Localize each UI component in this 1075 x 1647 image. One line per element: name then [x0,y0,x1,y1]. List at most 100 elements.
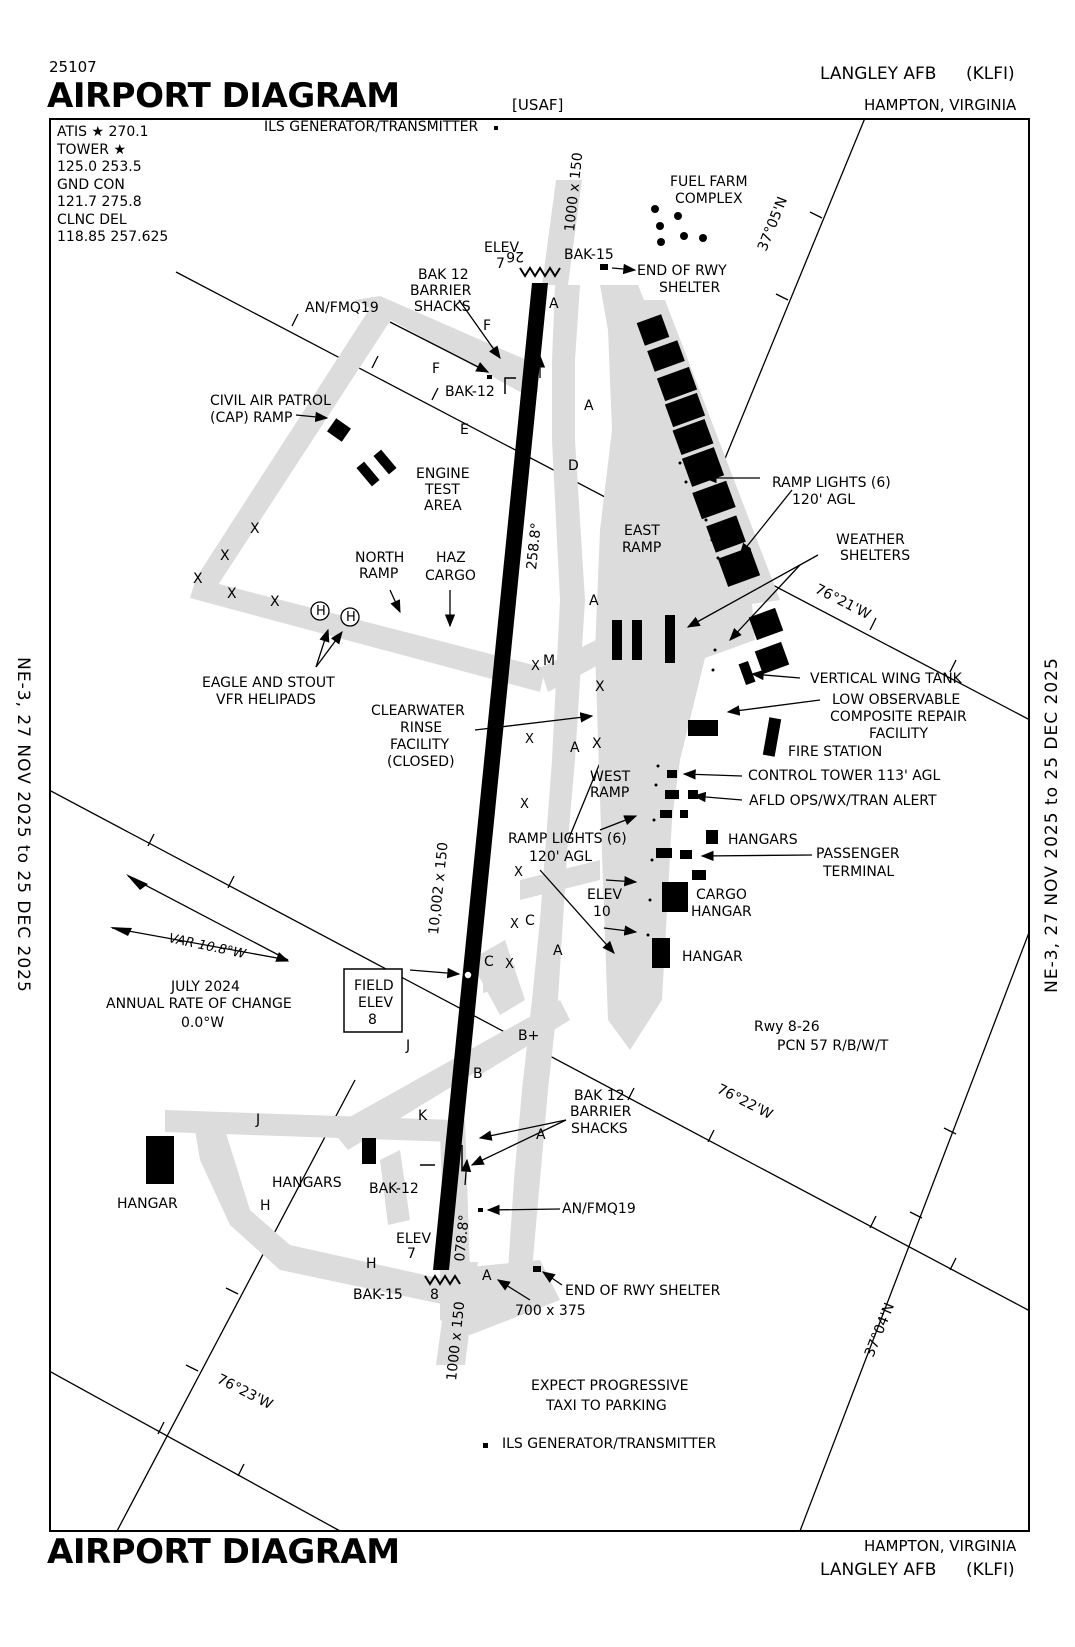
ramp-lights [646,461,720,937]
haz-l1: HAZ [436,550,466,566]
taxiway-j: J [255,1112,260,1128]
threshold-26-chevrons [519,266,561,278]
svg-text:H: H [346,610,356,625]
freq-line-tower-values: 125.0 253.5 [57,159,142,175]
progressive-l2: TAXI TO PARKING [545,1398,667,1414]
frequency-block: ATIS ★ 270.1 TOWER ★ 125.0 253.5 GND CON… [57,124,168,247]
taxiway-x: X [270,594,280,610]
footer-location: HAMPTON, VIRGINIA [864,1537,1017,1555]
field-elev-l1: FIELD [354,978,394,994]
west-ramp-l1: WEST [590,769,631,785]
taxiway-x: X [250,521,260,537]
lon-76-22: 76°22'W [714,1081,775,1123]
hold-marks: X X X X X X [505,659,540,972]
leader-arrows [275,263,821,1301]
pad-dims: 700 x 375 [515,1303,586,1319]
freq-line-gnd: GND CON [57,176,125,193]
field-elev-l2: ELEV [358,995,393,1011]
hangars-w: HANGARS [272,1175,342,1191]
taxiway-a: A [589,593,599,609]
taxiway-x: X [595,679,605,695]
ramp-lights-s-l2: 120' AGL [529,849,592,865]
var-label: VAR 10.8°W [167,931,248,962]
freq-line-atis: ATIS ★ 270.1 [57,124,149,140]
locr-l3: FACILITY [869,726,928,742]
svg-text:X: X [514,865,523,880]
end-rwy-l2: SHELTER [659,280,721,296]
ramp-lights-s-l1: RAMP LIGHTS (6) [508,831,627,847]
buildings [146,126,790,1448]
svg-text:X: X [520,797,529,812]
bak12-shacks-n-l1: BAK 12 [418,267,469,283]
freq-line-clnc: CLNC DEL [57,211,127,228]
runway-hdg-south: 078.8° [452,1214,473,1263]
elev-s-l2: 7 [407,1246,416,1262]
taxiway-a: A [482,1268,492,1284]
ramp-lights-n-l1: RAMP LIGHTS (6) [772,475,891,491]
elev-s-l1: ELEV [396,1231,431,1247]
taxiway-f: F [432,361,440,377]
bak12-shacks-s-l1: BAK 12 [574,1088,625,1104]
fuel-farm-tanks [651,205,707,246]
taxiway-k: K [418,1108,428,1124]
diagram-frame [49,118,1030,1532]
cargo-l2: HANGAR [691,904,752,920]
page-title: AIRPORT DIAGRAM [47,76,400,116]
afld-ops: AFLD OPS/WX/TRAN ALERT [749,793,937,809]
elev-n-l2: 7 [496,256,505,272]
taxiway-a: A [536,1127,546,1143]
bak-markers [420,377,516,1171]
pcn-l2: PCN 57 R/B/W/T [777,1038,889,1054]
east-ramp-l2: RAMP [622,540,661,556]
footer-ident: (KLFI) [966,1560,1015,1580]
fuel-farm-l1: FUEL FARM [670,174,748,190]
bak12-shacks-n-l2: BARRIER [410,283,472,299]
taxiway-x: X [227,586,237,602]
taxiway-j: J [405,1038,410,1054]
ramp-lights-n-l2: 120' AGL [792,492,855,508]
threshold-8-chevrons [424,1274,461,1286]
runway-dims: 10,002 x 150 [426,841,452,935]
field-elev-l3: 8 [368,1012,377,1028]
lat-37-04: 37°04'N [862,1301,898,1360]
north-ramp-l2: RAMP [359,566,398,582]
helipads: H H [310,601,360,627]
elev-n-l1: ELEV [484,240,519,256]
bak12-shacks-s-l3: SHACKS [571,1121,628,1137]
taxiway-b: B [473,1066,483,1082]
taxiway-a: A [570,740,580,756]
lon-76-23: 76°23'W [214,1371,275,1413]
engine-l3: AREA [424,498,462,514]
taxiway-x: X [193,571,203,587]
svg-text:X: X [505,957,514,972]
east-ramp-l1: EAST [624,523,660,539]
agency-label: [USAF] [512,96,564,114]
bak12-s: BAK-12 [369,1181,419,1197]
bak15-n: BAK-15 [564,247,614,263]
taxiway-a: A [584,398,594,414]
location: HAMPTON, VIRGINIA [864,96,1017,114]
haz-l2: CARGO [425,568,476,584]
paved-areas [165,180,780,1365]
lon-76-21: 76°21'W [812,581,873,623]
north-ramp-l1: NORTH [355,550,404,566]
footer-title: AIRPORT DIAGRAM [47,1532,400,1572]
clearwater-l4: (CLOSED) [387,754,455,770]
pax-l1: PASSENGER [816,846,900,862]
lat-37-05: 37°05'N [755,195,791,254]
bak15-s: BAK-15 [353,1287,403,1303]
ils-top: ILS GENERATOR/TRANSMITTER [264,119,479,135]
progressive-l1: EXPECT PROGRESSIVE [531,1378,688,1394]
tower: CONTROL TOWER 113' AGL [748,768,940,784]
taxiway-d: D [568,458,579,474]
clearwater-l1: CLEARWATER [371,703,465,719]
magvar-rate-label: ANNUAL RATE OF CHANGE [106,996,292,1012]
diagram-labels: ILS GENERATOR/TRANSMITTER ILS GENERATOR/… [106,119,967,1452]
cap-l1: CIVIL AIR PATROL [210,393,331,409]
anfmq-n: AN/FMQ19 [305,300,379,316]
runway-hdg-north: 258.8° [524,522,545,571]
engine-l1: ENGINE [416,466,470,482]
taxiway-f: F [483,318,491,334]
helipads-l2: VFR HELIPADS [216,692,316,708]
